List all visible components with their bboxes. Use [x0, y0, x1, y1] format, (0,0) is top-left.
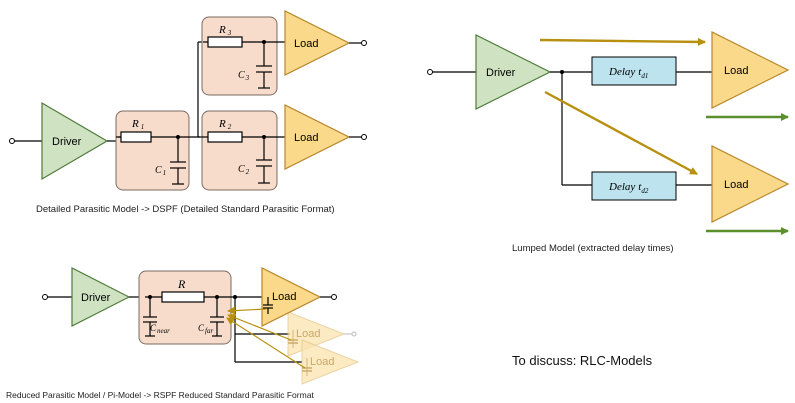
input-terminal: [9, 138, 15, 144]
caption-detailed: Detailed Parasitic Model -> DSPF (Detail…: [36, 204, 335, 215]
resistor-r1: [120, 131, 152, 143]
load-triangle-middle: [284, 104, 351, 170]
c3-label: C3: [238, 70, 250, 82]
parasitic-box-3: [201, 16, 278, 96]
driver-triangle: [41, 101, 109, 181]
load-label-lumped-1: Load: [724, 65, 748, 77]
reduced-model: Driver R Cnear Cfar Load: [6, 267, 360, 400]
load-label-reduced: Load: [272, 291, 296, 303]
driver-triangle-reduced: [71, 267, 131, 327]
delay-arrow-1: [539, 37, 706, 46]
load-label-middle: Load: [294, 132, 318, 144]
load-ghost-label-2: Load: [310, 356, 334, 368]
load-triangle-lumped-2: [711, 145, 790, 223]
load-label-top: Load: [294, 38, 318, 50]
load-triangle-reduced: [261, 267, 322, 327]
resistor-r: [161, 291, 205, 303]
load-ghost-label-1: Load: [296, 328, 320, 340]
r-label: R: [177, 277, 186, 291]
resistor-r3: [207, 36, 243, 48]
discussion-note: To discuss: RLC-Models: [512, 353, 653, 368]
driver-triangle-lumped: [475, 34, 552, 110]
load-triangle-top: [284, 10, 351, 76]
load-triangle-lumped-1: [711, 31, 790, 109]
resistor-r2: [207, 131, 243, 143]
c1-label: C1: [155, 165, 166, 177]
delay-box-2: [591, 171, 677, 201]
driver-label: Driver: [52, 136, 82, 148]
c-far-label: Cfar: [198, 323, 213, 335]
delay-box-1: [591, 56, 677, 86]
driver-label-reduced: Driver: [81, 292, 111, 304]
c-near-label: Cnear: [150, 323, 170, 335]
delay-arrow-2: [544, 90, 698, 176]
driver-label-lumped: Driver: [486, 67, 516, 79]
caption-reduced: Reduced Parasitic Model / Pi-Model -> RS…: [6, 390, 314, 400]
parasitic-box-1: [115, 110, 190, 191]
parasitic-box-2: [201, 110, 278, 191]
load-ghost-2: [301, 339, 360, 385]
load-label-lumped-2: Load: [724, 179, 748, 191]
caption-lumped: Lumped Model (extracted delay times): [512, 243, 674, 254]
c2-label: C2: [238, 164, 250, 176]
